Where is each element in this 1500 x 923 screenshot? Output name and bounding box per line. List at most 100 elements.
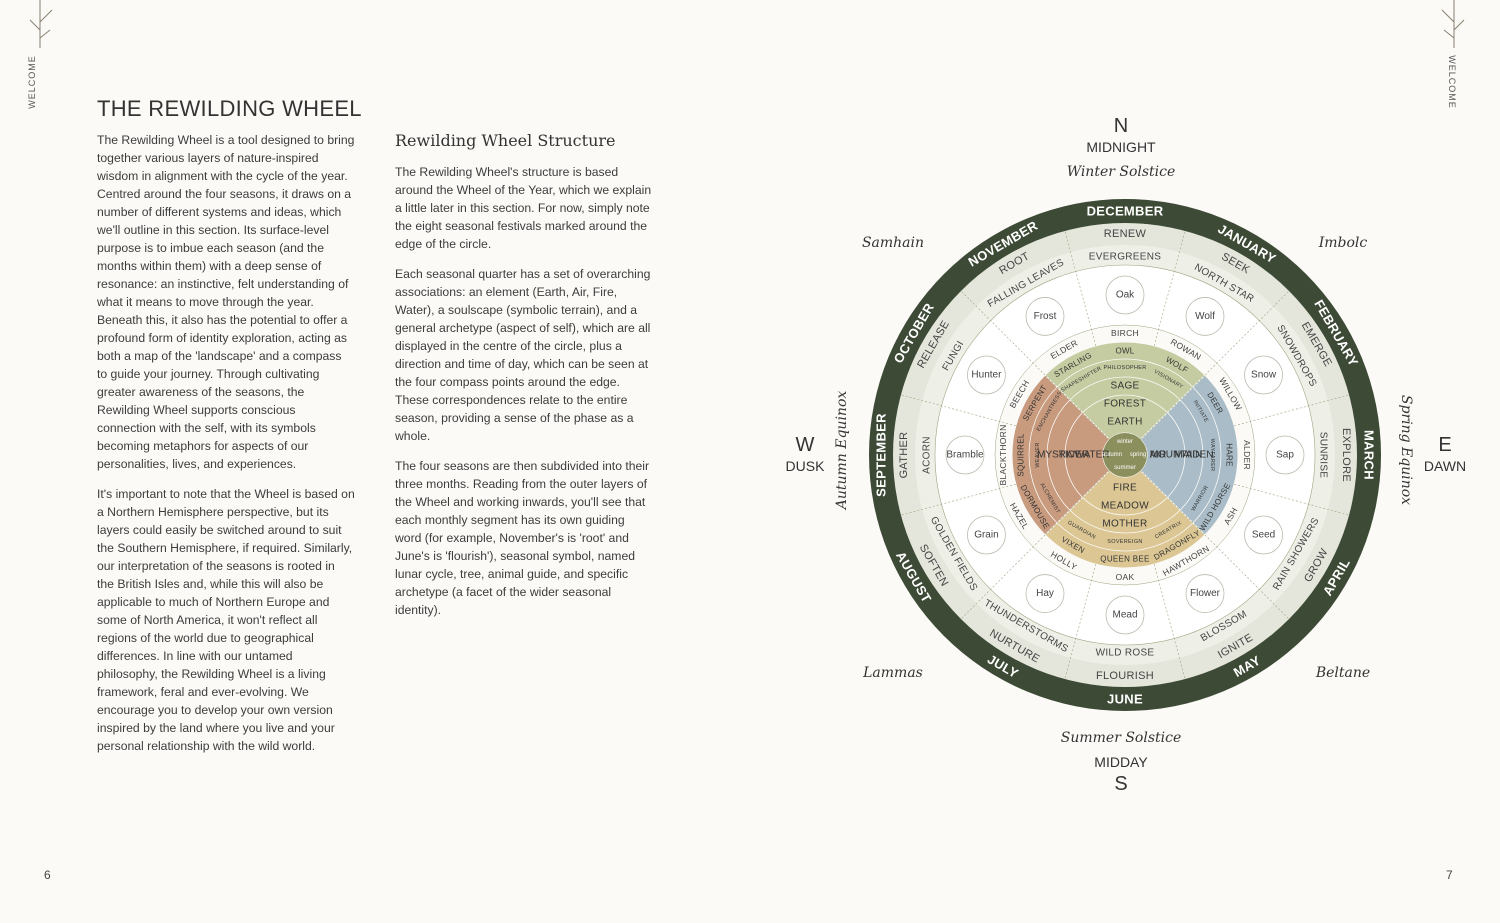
lunar-moon-circle: [1105, 275, 1145, 315]
center-season-label: winter: [1116, 439, 1133, 445]
season-archetype-label: MYSTIC: [1037, 450, 1075, 461]
element-label: EARTH: [1107, 417, 1142, 428]
lunar-cycle-label: Hay: [1036, 588, 1054, 599]
compass-time-n: MIDNIGHT: [1086, 139, 1156, 155]
guiding-word-label: FLOURISH: [1096, 670, 1154, 682]
center-season-label: spring: [1130, 452, 1146, 458]
center-hub: [1103, 433, 1147, 477]
twig-ornament-left: [29, 0, 53, 48]
running-head-right: WELCOME: [1447, 55, 1457, 109]
month-label: MARCH: [1362, 430, 1377, 480]
lunar-moon-circle: [1244, 355, 1283, 395]
lunar-moon-circle: [1025, 297, 1065, 336]
tree-label: BLACKTHORN: [998, 424, 1008, 485]
lunar-moon-circle: [1265, 435, 1305, 475]
center-season-label: summer: [1114, 465, 1136, 471]
structure-paragraph: The Rewilding Wheel's structure is based…: [395, 165, 652, 251]
festival-lammas: Lammas: [862, 665, 923, 681]
lunar-moon-circle: [1185, 574, 1225, 613]
lunar-cycle-label: Flower: [1190, 588, 1221, 599]
compass-letter-n: N: [1114, 115, 1128, 137]
lunar-moon-circle: [967, 515, 1006, 555]
soulscape-label: FOREST: [1104, 399, 1146, 410]
center-season-label: autumn: [1102, 452, 1122, 458]
lunar-cycle-label: Seed: [1252, 530, 1275, 541]
season-archetype-label: MAIDEN: [1175, 450, 1214, 461]
compass-letter-s: S: [1114, 773, 1127, 795]
lunar-cycle-label: Oak: [1116, 290, 1135, 301]
band-divider: [1046, 376, 1204, 534]
soulscape-label: MOUNTAIN: [1150, 450, 1203, 461]
guiding-word-label: RENEW: [1104, 228, 1147, 240]
twig-ornament-right: [1441, 0, 1465, 48]
guiding-word-label: EXPLORE: [1340, 428, 1352, 482]
compass-letter-w: W: [796, 434, 815, 456]
festival-summer-solstice: Summer Solstice: [1061, 730, 1182, 746]
season-divider-line: [1044, 374, 1110, 440]
animal-guide-label: HARE: [1225, 443, 1234, 466]
guiding-word-label: GATHER: [898, 432, 910, 479]
structure-column: The Rewilding Wheel's structure is based…: [395, 163, 653, 631]
month-label: DECEMBER: [1087, 204, 1164, 219]
festival-autumn-equinox: Autumn Equinox: [834, 391, 850, 512]
month-label: JUNE: [1107, 692, 1143, 707]
element-label: FIRE: [1113, 483, 1137, 494]
compass-time-w: DUSK: [786, 458, 826, 474]
lunar-cycle-label: Grain: [974, 530, 998, 541]
intro-paragraph: The Rewilding Wheel is a tool designed t…: [97, 133, 355, 471]
month-archetype-label: WAYFARER: [1209, 439, 1215, 472]
tree-label: ALDER: [1242, 440, 1252, 470]
season-archetype-label: SAGE: [1111, 381, 1140, 392]
lunar-moon-circle: [945, 435, 985, 475]
element-label: AIR: [1150, 450, 1167, 461]
seasonal-symbol-label: SUNRISE: [1318, 432, 1329, 479]
month-archetype-label: WEAVER: [1035, 442, 1041, 467]
festival-samhain: Samhain: [862, 235, 924, 251]
lunar-moon-circle: [967, 355, 1006, 395]
seasonal-symbol-label: EVERGREENS: [1089, 252, 1161, 263]
soulscape-label: RIVER: [1059, 450, 1090, 461]
festival-beltane: Beltane: [1315, 665, 1370, 681]
intro-paragraph: It's important to note that the Wheel is…: [97, 487, 355, 753]
festival-imbolc: Imbolc: [1318, 235, 1368, 251]
season-archetype-label: MOTHER: [1102, 519, 1147, 530]
structure-heading: Rewilding Wheel Structure: [395, 131, 616, 150]
lunar-cycle-label: Wolf: [1195, 311, 1215, 322]
lunar-moon-circle: [1025, 574, 1065, 613]
compass-letter-e: E: [1438, 434, 1451, 456]
animal-guide-label: QUEEN BEE: [1100, 555, 1149, 564]
tree-label: OAK: [1116, 572, 1135, 582]
structure-paragraph: Each seasonal quarter has a set of overa…: [395, 267, 651, 443]
compass-time-s: MIDDAY: [1094, 754, 1148, 770]
lunar-moon-circle: [1185, 297, 1225, 336]
festival-winter-solstice: Winter Solstice: [1067, 164, 1176, 180]
animal-guide-label: OWL: [1115, 347, 1134, 356]
soulscape-label: MEADOW: [1101, 501, 1149, 512]
month-archetype-label: SOVEREIGN: [1107, 539, 1142, 545]
lunar-cycle-label: Frost: [1034, 311, 1057, 322]
lunar-cycle-label: Bramble: [946, 450, 984, 461]
month-label: SEPTEMBER: [874, 413, 889, 497]
page-title: THE REWILDING WHEEL: [97, 96, 362, 121]
lunar-cycle-label: Mead: [1112, 610, 1137, 621]
page-number-left: 6: [44, 868, 51, 882]
band-divider: [1028, 358, 1222, 552]
running-head-left: WELCOME: [27, 55, 37, 109]
page-number-right: 7: [1446, 868, 1453, 882]
animal-guide-label: SQUIRREL: [1017, 433, 1026, 477]
structure-paragraph: The four seasons are then subdivided int…: [395, 459, 650, 617]
festival-spring-equinox: Spring Equinox: [1398, 395, 1414, 505]
season-divider-line: [1140, 374, 1206, 440]
season-divider-line: [1140, 470, 1206, 536]
season-divider-line: [1044, 470, 1110, 536]
lunar-cycle-label: Snow: [1251, 370, 1277, 381]
lunar-moon-circle: [1244, 515, 1283, 555]
month-archetype-label: PHILOSOPHER: [1103, 365, 1146, 371]
seasonal-symbol-label: ACORN: [922, 436, 933, 474]
lunar-moon-circle: [1105, 595, 1145, 635]
element-label: WATER: [1075, 450, 1110, 461]
compass-time-e: DAWN: [1424, 458, 1466, 474]
intro-column: The Rewilding Wheel is a tool designed t…: [97, 131, 355, 767]
tree-label: BIRCH: [1111, 328, 1139, 338]
